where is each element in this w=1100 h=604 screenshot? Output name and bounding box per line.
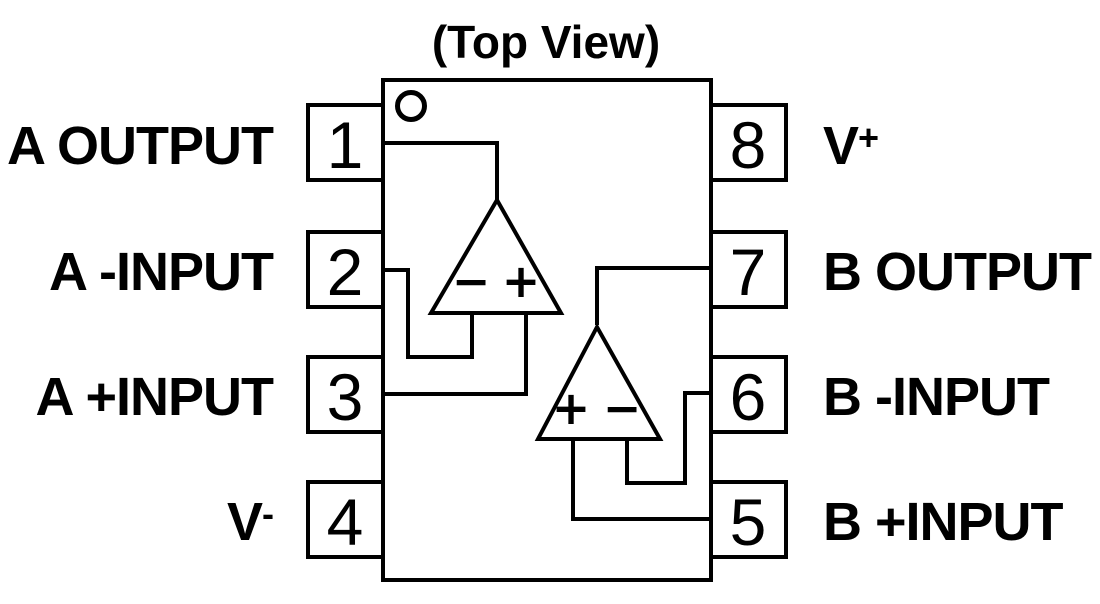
opamp-a-noninverting-sign: + (502, 254, 541, 308)
pin-label-v-plus: V+ (823, 116, 878, 176)
pin-box-3 (306, 355, 385, 434)
pin-label-b-minus-input: B -INPUT (823, 367, 1050, 427)
ic-body (381, 78, 713, 582)
opamp-a-inverting-sign: − (452, 254, 491, 308)
pin-number-5: 5 (730, 485, 767, 559)
pin-label-v-minus-base: V (227, 492, 263, 552)
pin-label-a-plus-input: A +INPUT (35, 367, 274, 427)
wire-pin2-to-opamp-a-inverting-input (383, 268, 474, 359)
pin-number-1: 1 (327, 108, 364, 182)
opamp-b-triangle (534, 322, 664, 441)
pin-label-b-output: B OUTPUT (823, 242, 1092, 302)
pin-label-a-output: A OUTPUT (7, 116, 274, 176)
pin-box-6 (709, 355, 788, 434)
pin-number-6: 6 (730, 360, 767, 434)
pin-label-v-minus-superscript: - (262, 493, 273, 534)
wire-pin1-to-opamp-a-output (383, 141, 499, 204)
opamp-b-inverting-sign: − (603, 381, 642, 435)
pin-box-4 (306, 480, 385, 559)
pin1-indicator-dot (395, 90, 427, 122)
wire-pin3-to-opamp-a-noninverting-input (383, 313, 528, 396)
pin-label-v-minus: V- (227, 492, 273, 552)
opamp-b-noninverting-sign: + (552, 381, 591, 435)
wire-pin6-to-opamp-b-inverting-input (625, 391, 711, 485)
pin-box-7 (709, 230, 788, 309)
pin-label-v-plus-base: V (823, 116, 859, 176)
diagram-title: (Top View) (432, 16, 660, 68)
pin-number-4: 4 (327, 485, 364, 559)
opamp-a-triangle (427, 195, 565, 315)
pin-number-8: 8 (730, 108, 767, 182)
wire-pin7-to-opamp-b-output (595, 266, 711, 325)
pin-number-2: 2 (327, 235, 364, 309)
pin-number-7: 7 (730, 235, 767, 309)
pin-box-5 (709, 480, 788, 559)
pin-label-a-minus-input: A -INPUT (49, 242, 274, 302)
pin-box-8 (709, 103, 788, 182)
pin-box-2 (306, 230, 385, 309)
wire-pin5-to-opamp-b-noninverting-input (571, 439, 711, 521)
pin-number-3: 3 (327, 360, 364, 434)
pin-label-v-plus-superscript: + (858, 117, 878, 158)
pin-label-b-plus-input: B +INPUT (823, 492, 1064, 552)
pin-box-1 (306, 103, 385, 182)
